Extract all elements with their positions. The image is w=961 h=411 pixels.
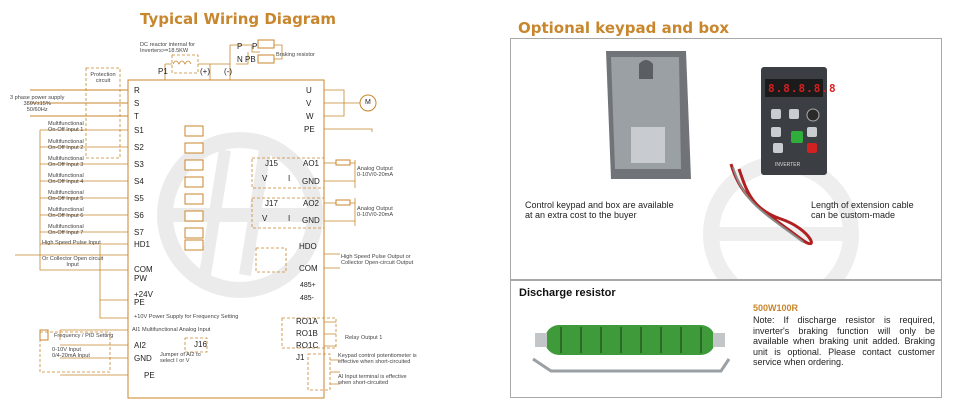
keypad-box-image bbox=[606, 51, 691, 179]
terminal-minus: (-) bbox=[224, 67, 232, 76]
terminal-ai2: AI2 bbox=[134, 341, 147, 350]
terminal-hdo: HDO bbox=[299, 242, 317, 251]
j15-v: V bbox=[262, 174, 268, 183]
terminal-w: W bbox=[306, 112, 314, 121]
wiring-diagram bbox=[15, 39, 377, 399]
terminal-ro1a: RO1A bbox=[296, 317, 318, 326]
terminal-ro1b: RO1B bbox=[296, 329, 318, 338]
hs-pulse-input-label: High Speed Pulse Input bbox=[42, 240, 101, 246]
terminal-ao1: AO1 bbox=[303, 159, 320, 168]
j17-v: V bbox=[262, 214, 268, 223]
terminal-s5: S5 bbox=[134, 194, 144, 203]
terminal-24v: +24V bbox=[134, 290, 153, 299]
motor-icon: M bbox=[365, 99, 371, 106]
terminal-s6: S6 bbox=[134, 211, 144, 220]
terminal-s1: S1 bbox=[134, 126, 144, 135]
keypad-section-title: Optional keypad and box bbox=[518, 19, 730, 37]
watermark-logo bbox=[157, 132, 323, 298]
terminal-p-left: P bbox=[237, 42, 243, 51]
terminal-hd1: HD1 bbox=[134, 240, 151, 249]
terminal-pw: PW bbox=[134, 274, 147, 283]
freq-pid-label: Frequency / PID Setting bbox=[54, 333, 114, 339]
terminal-gnd-ao1: GND bbox=[302, 177, 320, 186]
jumper-j16: J16 bbox=[194, 340, 207, 349]
p10v-label: +10V Power Supply for Frequency Setting bbox=[134, 314, 239, 320]
terminal-p-right: P bbox=[252, 42, 258, 51]
wiring-diagram-title: Typical Wiring Diagram bbox=[140, 10, 336, 28]
terminal-pe-mid: PE bbox=[134, 298, 145, 307]
j15-i: I bbox=[288, 174, 291, 183]
resistor-note: Note: If discharge resistor is required,… bbox=[753, 315, 935, 367]
terminal-p1: P1 bbox=[158, 67, 168, 76]
terminal-s: S bbox=[134, 99, 140, 108]
terminal-t: T bbox=[134, 112, 139, 121]
terminal-n-pb: N PB bbox=[237, 55, 256, 64]
terminal-gnd-ao2: GND bbox=[302, 216, 320, 225]
keypad-image bbox=[761, 67, 827, 175]
terminal-com: COM bbox=[134, 265, 153, 274]
ai1-label: AI1 Multifunctional Analog Input bbox=[132, 327, 211, 333]
keypad-panel: 8.8.8.8.8 INVERTER Control keypad and bo… bbox=[510, 38, 942, 280]
terminal-plus: (+) bbox=[200, 67, 210, 76]
resistor-image bbox=[532, 325, 731, 373]
discharge-title: Discharge resistor bbox=[519, 287, 616, 299]
jumper-j15: J15 bbox=[265, 159, 278, 168]
jumper-j1: J1 bbox=[296, 353, 305, 362]
terminal-gnd-ai2: GND bbox=[134, 354, 152, 363]
terminal-s4: S4 bbox=[134, 177, 144, 186]
terminal-pe-bottom: PE bbox=[144, 371, 155, 380]
terminal-s2: S2 bbox=[134, 143, 144, 152]
watermark-logo-right bbox=[703, 156, 859, 279]
terminal-485-minus: 485- bbox=[300, 295, 315, 302]
keypad-brand-label: INVERTER bbox=[775, 162, 801, 168]
terminal-u: U bbox=[306, 86, 312, 95]
terminal-485-plus: 485+ bbox=[300, 282, 316, 289]
resistor-model: 500W100R bbox=[753, 303, 799, 313]
terminal-s7: S7 bbox=[134, 228, 144, 237]
terminal-ao2: AO2 bbox=[303, 199, 320, 208]
jumper-j17: J17 bbox=[265, 199, 278, 208]
relay-output-label: Relay Output 1 bbox=[345, 335, 383, 341]
terminal-r: R bbox=[134, 86, 140, 95]
keypad-display: 8.8.8.8.8 bbox=[768, 82, 837, 95]
discharge-panel: Discharge resistor 500W100R Note: If dis… bbox=[510, 280, 942, 398]
terminal-pe-top: PE bbox=[304, 125, 315, 134]
terminal-s3: S3 bbox=[134, 160, 144, 169]
terminal-ro1c: RO1C bbox=[296, 341, 319, 350]
terminal-v: V bbox=[306, 99, 312, 108]
terminal-com-hdo: COM bbox=[299, 264, 318, 273]
j17-i: I bbox=[288, 214, 291, 223]
braking-resistor-label: Braking resistor bbox=[276, 52, 315, 58]
